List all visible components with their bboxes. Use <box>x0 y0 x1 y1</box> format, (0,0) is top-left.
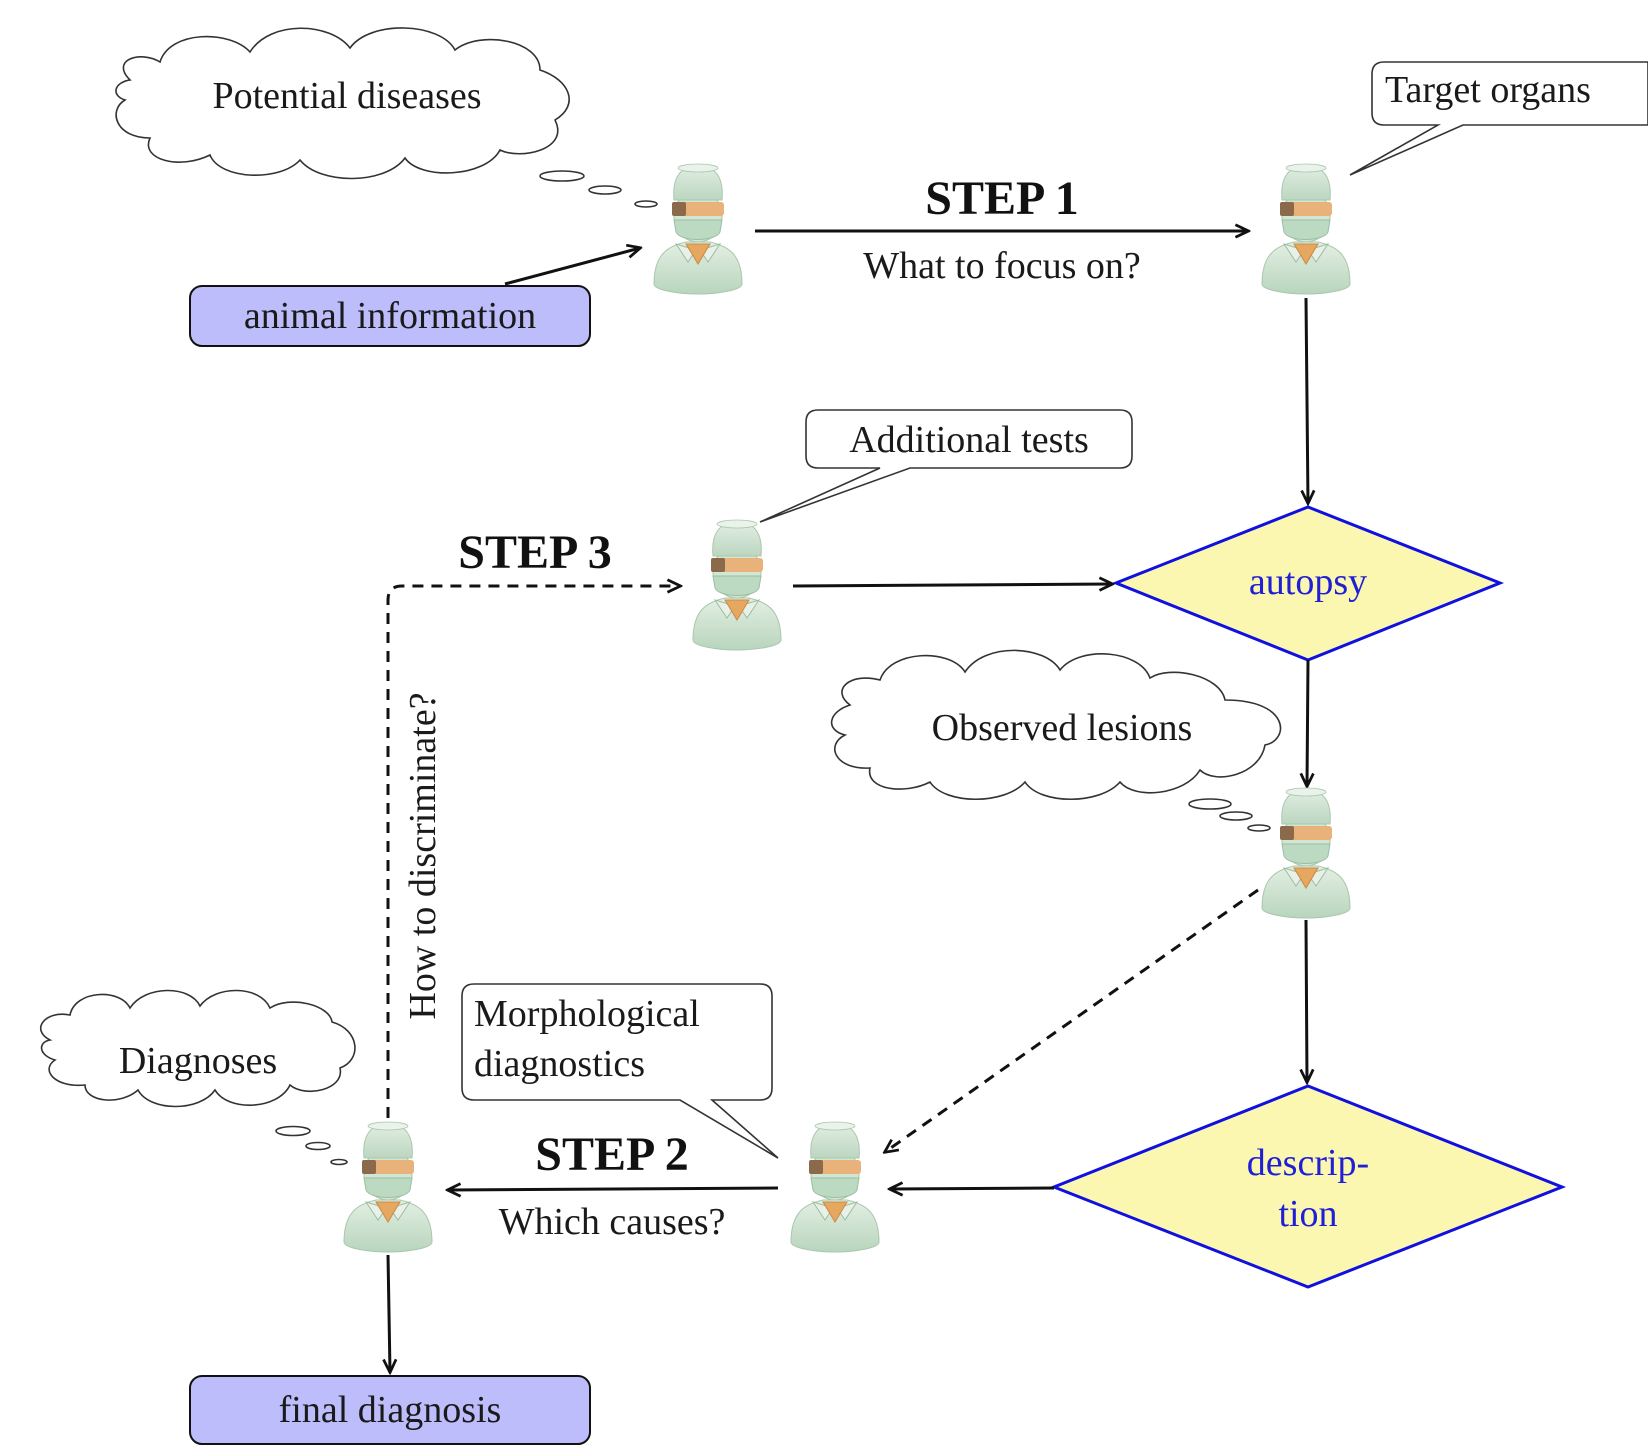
pathologist-icon <box>692 519 782 651</box>
step1-title: STEP 1 <box>925 172 1078 225</box>
cloud-label-potential-diseases: Potential diseases <box>212 75 481 117</box>
arrow-info-to-pathologist <box>504 248 640 286</box>
speech-bubble-morphological-diagnostics: Morphological diagnostics <box>461 983 779 1159</box>
arrow-step3-to-autopsy <box>792 584 1112 586</box>
arrow-to-description <box>1306 919 1307 1082</box>
speech-bubble-additional-tests: Additional tests <box>759 409 1133 523</box>
step1-question: What to focus on? <box>863 245 1141 287</box>
arrow-step2 <box>448 1188 779 1190</box>
step3-question: How to discriminate? <box>402 692 444 1019</box>
pathologist-icon <box>653 163 743 295</box>
bubble-label-target-organs: Target organs <box>1385 69 1591 111</box>
step2-title: STEP 2 <box>535 1128 688 1181</box>
step2-question: Which causes? <box>499 1201 726 1243</box>
pathologist-icon <box>1261 163 1351 295</box>
arrow-dashed-step3 <box>386 586 680 1118</box>
pathologist-icon <box>1261 787 1351 919</box>
box-animal-information: animal information <box>189 285 591 347</box>
arrow-dashed-lesions-to-morphology <box>885 888 1259 1152</box>
bubble-label-morphological-line1: Morphological <box>474 993 700 1035</box>
decision-label-autopsy: autopsy <box>1249 561 1367 603</box>
arrows <box>388 231 1308 1372</box>
arrow-description-to-pathologist <box>890 1188 1055 1189</box>
arrow-to-autopsy <box>1306 297 1308 503</box>
box-final-diagnosis: final diagnosis <box>189 1375 591 1445</box>
bubble-label-additional-tests: Additional tests <box>849 419 1089 461</box>
thought-cloud-diagnoses: Diagnoses <box>39 989 356 1166</box>
bubble-label-morphological-line2: diagnostics <box>474 1043 645 1085</box>
thought-cloud-observed-lesions: Observed lesions <box>830 649 1282 832</box>
arrow-autopsy-to-pathologist <box>1307 659 1308 786</box>
decision-label-description-line1: descrip- <box>1247 1142 1369 1184</box>
decision-description: descrip- tion <box>1049 1084 1567 1289</box>
pathologist-icon <box>343 1121 433 1253</box>
box-label-animal-information: animal information <box>244 295 536 337</box>
thought-cloud-potential-diseases: Potential diseases <box>115 27 658 208</box>
decision-label-description-line2: tion <box>1278 1193 1337 1235</box>
box-label-final-diagnosis: final diagnosis <box>279 1389 502 1431</box>
cloud-label-diagnoses: Diagnoses <box>119 1040 277 1082</box>
cloud-label-observed-lesions: Observed lesions <box>932 707 1193 749</box>
step-labels: STEP 1 What to focus on? STEP 3 How to d… <box>402 172 1141 1243</box>
pathologist-icon <box>790 1121 880 1253</box>
step3-title: STEP 3 <box>458 526 611 579</box>
decision-autopsy: autopsy <box>1111 505 1505 662</box>
arrow-to-final-diagnosis <box>388 1254 390 1372</box>
speech-bubble-target-organs: Target organs <box>1349 61 1648 176</box>
